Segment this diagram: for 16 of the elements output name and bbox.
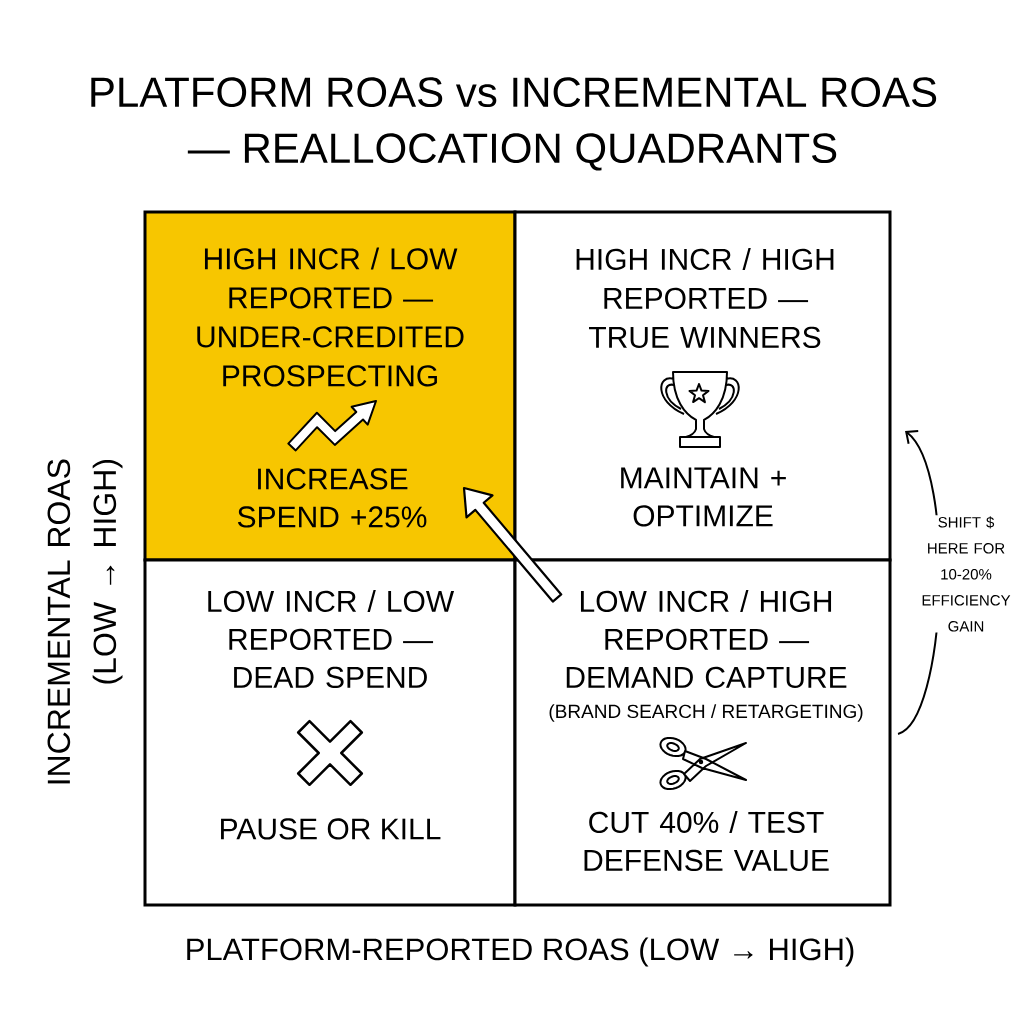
action-text: INCREASE SPEND +25% bbox=[237, 468, 427, 528]
quadrant-heading: LOW INCR / LOW REPORTED — DEAD SPEND bbox=[208, 590, 455, 688]
quadrant-heading: HIGH INCR / HIGH REPORTED — TRUE WINNERS bbox=[576, 248, 834, 348]
action-text: PAUSE OR KILL bbox=[221, 818, 441, 840]
edge-label: SHIFT $ HERE FOR 10-20% EFFICIENCY GAIN bbox=[914, 515, 1018, 633]
axis-label: PLATFORM-REPORTED ROAS (LOW → HIGH) bbox=[187, 937, 854, 967]
quadrant-box bbox=[513, 558, 892, 907]
quadrant-note: (BRAND SEARCH / RETARGETING) bbox=[549, 704, 863, 722]
action-text: CUT 40% / TEST DEFENSE VALUE bbox=[584, 811, 829, 871]
block-arrow bbox=[462, 486, 563, 603]
quadrant-box bbox=[143, 558, 517, 907]
title: PLATFORM ROAS vs INCREMENTAL ROAS — REALLOCATION QUADRANTS bbox=[91, 77, 937, 171]
action-text: MAINTAIN + OPTIMIZE bbox=[621, 467, 786, 527]
quadrant-heading: HIGH INCR / LOW REPORTED — UNDER-CREDITED PROSPECTING bbox=[197, 247, 464, 387]
axis-label: INCREMENTAL ROAS (LOW → HIGH) bbox=[47, 459, 123, 784]
quadrant-heading: LOW INCR / HIGH REPORTED — DEMAND CAPTURE bbox=[566, 590, 847, 688]
